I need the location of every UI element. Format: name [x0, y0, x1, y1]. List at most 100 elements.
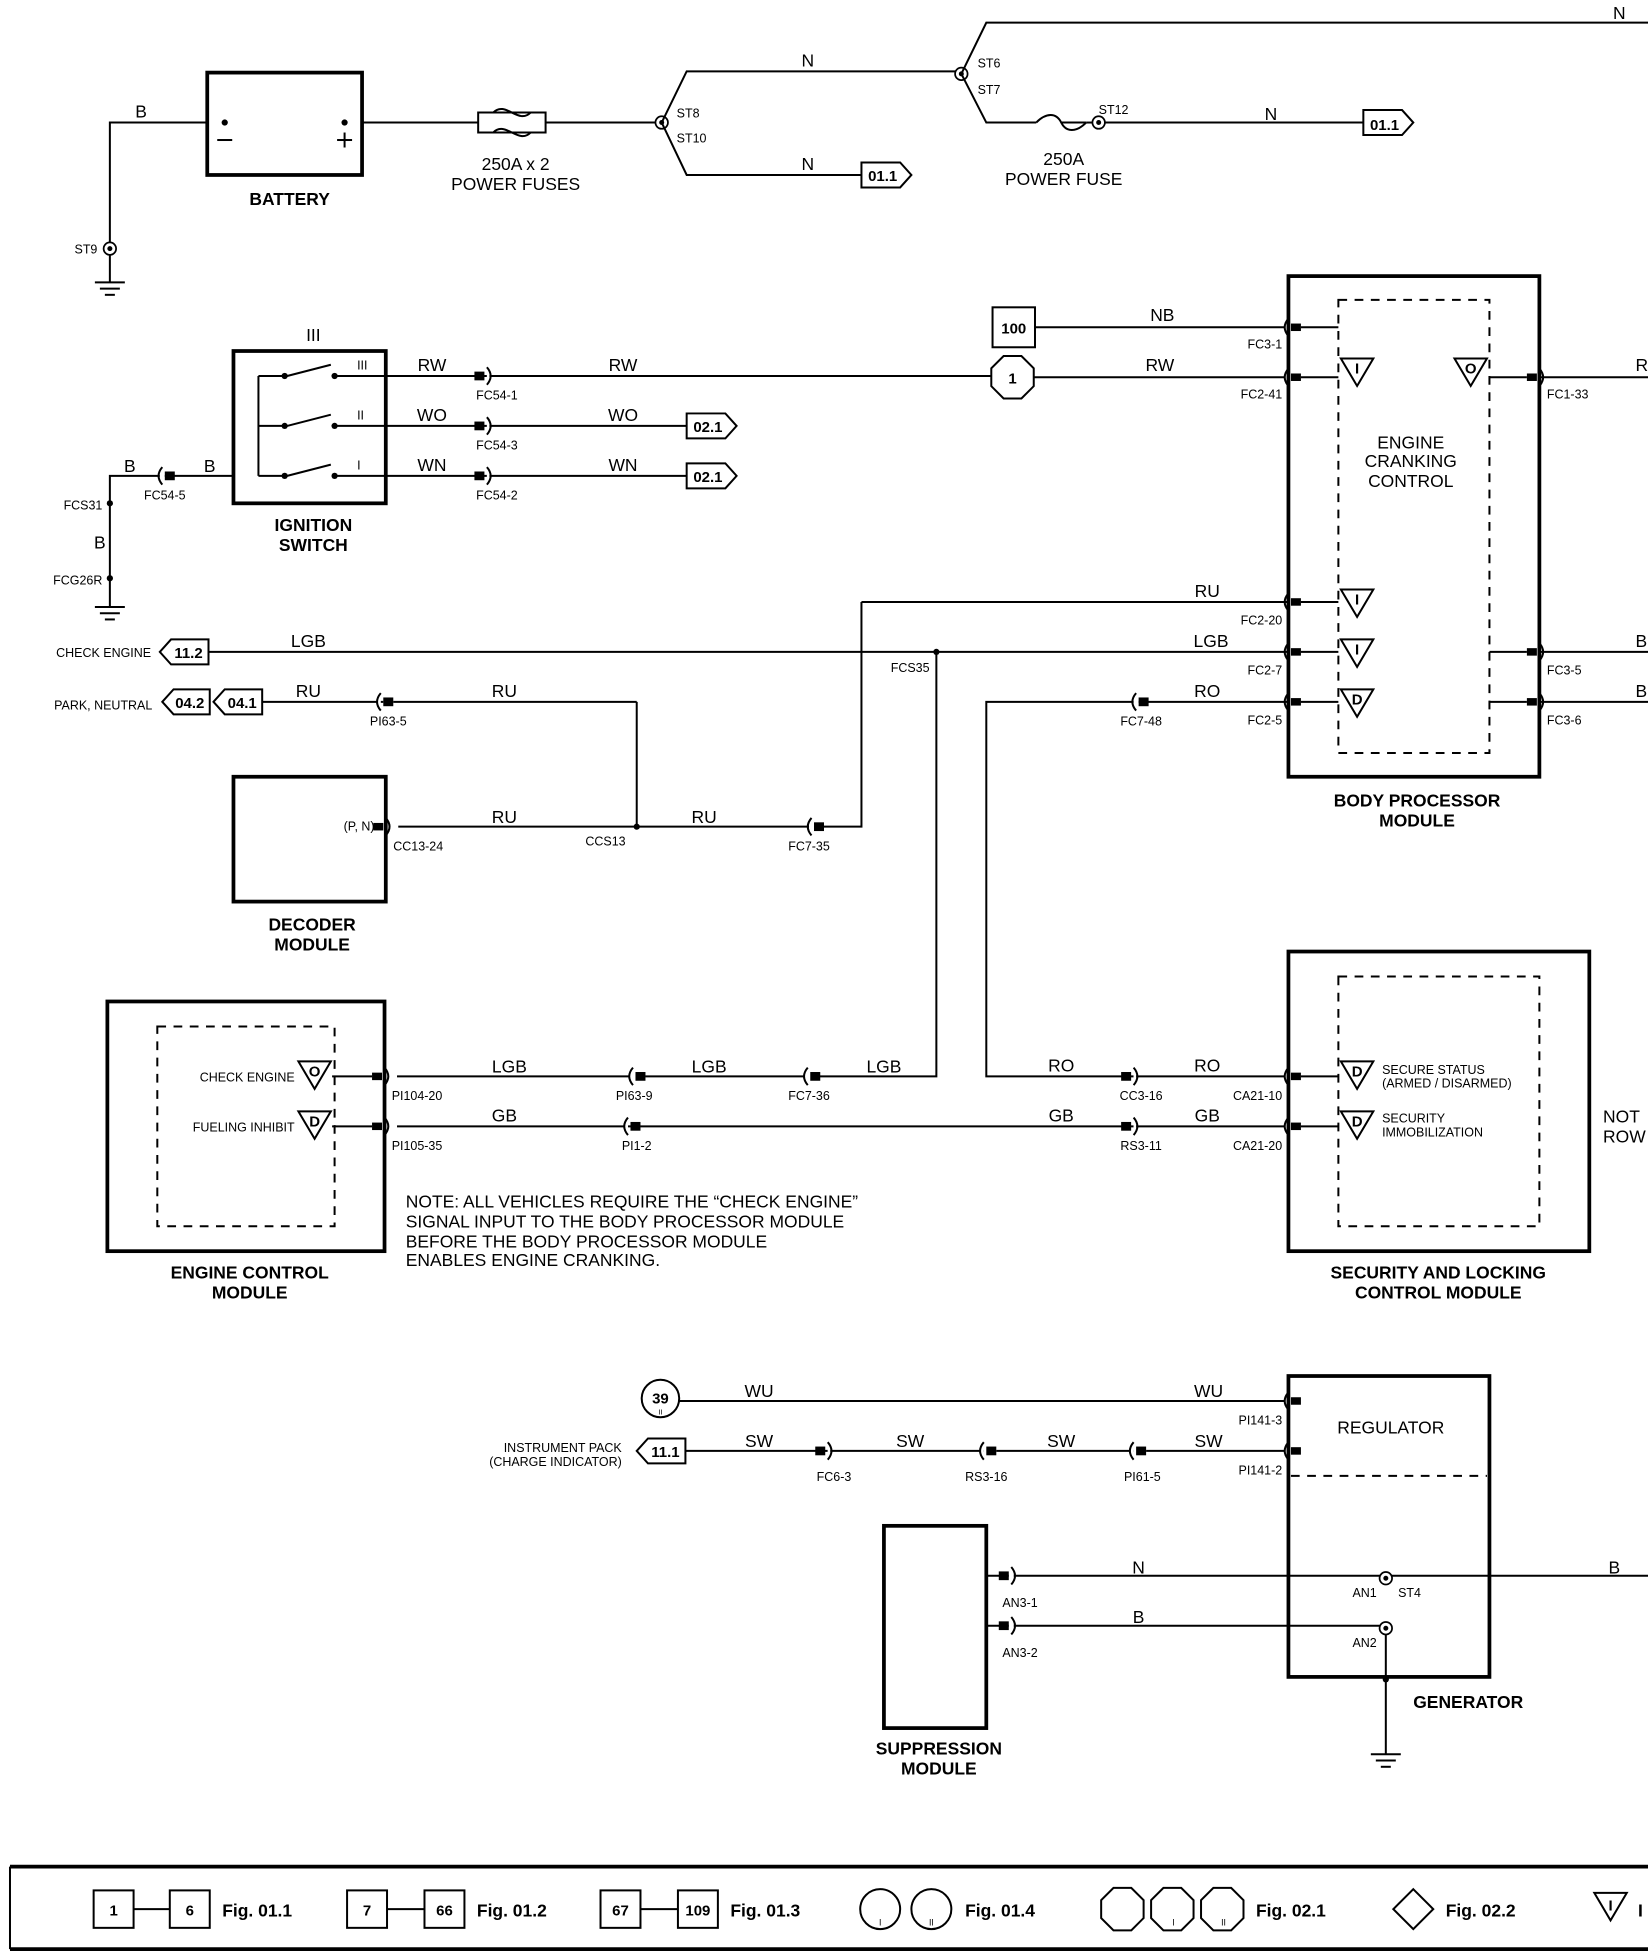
connector-label: PI61-5 [1124, 1470, 1161, 1484]
switch-contact-icon [286, 463, 332, 477]
wire-label: B [135, 102, 147, 122]
pin [1290, 598, 1301, 606]
page-ref[interactable]: 100 [1001, 321, 1026, 338]
wire-label: RO [1194, 681, 1220, 701]
engine-control-module: CHECK ENGINE FUELING INHIBIT O D PI104-2… [105, 999, 1282, 1303]
signal-label: IMMOBILIZATION [1382, 1125, 1483, 1139]
splice-label: ST8 [677, 107, 700, 121]
splice-label: FCG26R [53, 573, 102, 587]
legend-circle-icon [910, 1888, 953, 1931]
connector-icon [628, 1066, 634, 1086]
note-line: ENABLES ENGINE CRANKING. [406, 1250, 660, 1270]
side-note: NOT [1603, 1107, 1640, 1127]
fuse-icon [492, 108, 532, 138]
legend-fig: Fig. 02.2 [1446, 1901, 1516, 1921]
regulator-label: REGULATOR [1337, 1417, 1444, 1437]
signal-label: SECURITY [1382, 1112, 1446, 1126]
page-ref[interactable]: 02.1 [693, 419, 722, 436]
page-ref[interactable]: 11.1 [651, 1444, 679, 1461]
decoder-label: DECODER [268, 914, 356, 934]
legend-ref: 6 [186, 1902, 194, 1919]
ignition-switch [231, 349, 388, 506]
wire-label: RO [1194, 1055, 1220, 1075]
logic-triangle-icon [1339, 588, 1376, 619]
page-ref[interactable]: 04.2 [175, 695, 204, 712]
body-processor-module: 100 NB FC3-1 FC2-41 FC2-20 FC2-7 FC2-5 F… [991, 274, 1648, 831]
battery-terminal [221, 119, 228, 126]
connector-pin [630, 1121, 641, 1131]
legend-box-icon [168, 1889, 211, 1929]
legend-fig: Fig. 02.1 [1256, 1901, 1326, 1921]
output-triangle-label: D [1352, 1063, 1363, 1080]
bpm-label: MODULE [1379, 811, 1455, 831]
legend-ref: 67 [612, 1902, 629, 1919]
splice-label: ST12 [1099, 103, 1129, 117]
suppression-label: SUPPRESSION [876, 1738, 1002, 1758]
page-ref[interactable]: 01.1 [1370, 117, 1399, 134]
pin [1290, 373, 1301, 381]
legend-box-icon [92, 1889, 135, 1929]
pin-label: FC3-1 [1248, 338, 1283, 352]
legend-sub: I [1172, 1917, 1174, 1927]
legend-box-icon [599, 1889, 642, 1929]
connector-pin [1136, 1446, 1147, 1456]
suppression-label: MODULE [901, 1758, 977, 1778]
fuse-rating: 250A [1043, 149, 1084, 169]
legend-fig: Fig. 01.2 [477, 1901, 547, 1921]
pin-label: PI141-2 [1239, 1464, 1283, 1478]
battery-terminal [341, 119, 348, 126]
logic-triangle-icon [1339, 1110, 1376, 1141]
logic-triangle-icon [1339, 357, 1376, 388]
legend-ref: 7 [363, 1902, 371, 1919]
connector-label: PI104-20 [392, 1089, 443, 1103]
page-ref[interactable]: 11.2 [174, 645, 202, 662]
fuse-label: POWER FUSE [1005, 169, 1122, 189]
connector-label: FC54-3 [476, 439, 518, 453]
pin [373, 822, 384, 831]
ecm-inner [156, 1025, 336, 1228]
generator-label: GENERATOR [1413, 1692, 1523, 1712]
connector-label: CC3-16 [1120, 1089, 1163, 1103]
wire [811, 651, 938, 1078]
wire-label: B [1133, 1607, 1145, 1627]
page-ref-box [685, 412, 738, 440]
logic-triangle-icon [1339, 688, 1376, 719]
page-ref-box [160, 688, 211, 716]
page-ref[interactable]: 02.1 [693, 469, 722, 486]
wire-label: RU [492, 807, 517, 827]
page-ref[interactable]: 01.1 [868, 168, 897, 185]
pin-label: FC1-33 [1547, 387, 1589, 401]
splice-ref[interactable]: 1 [1008, 370, 1016, 387]
wire-label: WU [1194, 1381, 1223, 1401]
pin-label: CA21-20 [1233, 1139, 1282, 1153]
security-label: SECURITY AND LOCKING [1331, 1263, 1546, 1283]
wire-label: RU [296, 681, 321, 701]
signals-section: CHECK ENGINE 11.2 LGB LGB FCS35 PARK, NE… [54, 581, 1228, 1075]
battery-label: BATTERY [249, 189, 330, 209]
connector-pin [998, 1571, 1009, 1581]
page-ref-box [1362, 109, 1415, 137]
connector-label: FC54-5 [144, 489, 186, 503]
pin-label: PI141-3 [1239, 1414, 1283, 1428]
wire [985, 700, 1134, 1078]
pin-label: AN1 [1352, 1586, 1376, 1600]
connector-label: FC7-35 [788, 839, 830, 853]
wire [108, 474, 160, 607]
splice-ref[interactable]: 39 [652, 1390, 669, 1407]
connector-pin [635, 1072, 646, 1081]
logic-triangle-icon [1339, 638, 1376, 669]
page-ref[interactable]: 04.1 [228, 695, 257, 712]
connector-icon [1128, 1441, 1135, 1461]
splice-label: ST9 [75, 243, 98, 257]
splice-label: FCS35 [891, 661, 930, 675]
security-locking-module: D D SECURE STATUS (ARMED / DISARMED) SEC… [1286, 949, 1646, 1303]
connector-label: PI63-5 [370, 715, 407, 729]
ref-box-100[interactable] [991, 306, 1036, 349]
legend-sub: II [1221, 1917, 1226, 1927]
connector-label: FC7-48 [1120, 715, 1162, 729]
wire-label: RW [609, 355, 638, 375]
splice-label: CCS13 [585, 834, 625, 848]
pin-label: FC2-41 [1241, 387, 1283, 401]
bpm-inner [1337, 298, 1491, 755]
octagon-ref-icon [1150, 1886, 1195, 1932]
